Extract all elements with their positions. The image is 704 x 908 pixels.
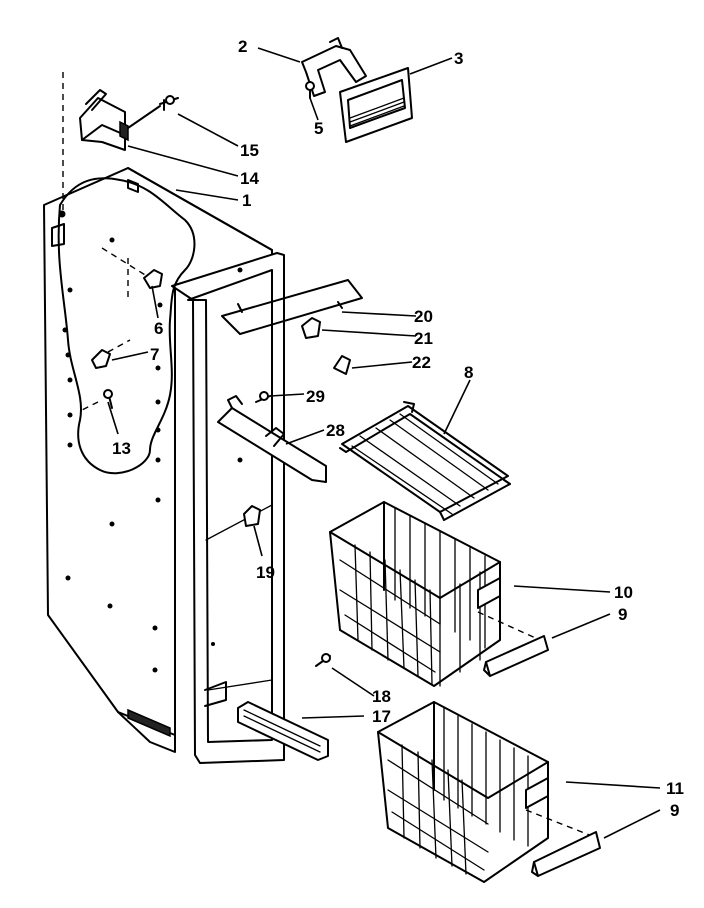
label-part-18: 18 [372, 687, 391, 706]
label-part-6: 6 [154, 319, 163, 338]
part-18-screw [315, 653, 331, 667]
label-part-28: 28 [326, 421, 345, 440]
hinge-cover [79, 89, 129, 151]
label-part-7: 7 [150, 345, 159, 364]
label-part-10: 10 [614, 583, 633, 602]
part-22-clip [333, 355, 351, 375]
label-part-13: 13 [112, 439, 131, 458]
part-11-basket [377, 701, 593, 883]
part-20-bracket [221, 279, 363, 335]
label-part-9-lower: 9 [670, 801, 679, 820]
label-part-29: 29 [306, 387, 325, 406]
label-part-14: 14 [240, 169, 259, 188]
part-5-screw [305, 81, 315, 99]
leader-lines [107, 47, 661, 839]
part-21-clip [301, 317, 321, 339]
label-part-3: 3 [454, 49, 463, 68]
part-9-handle-a [483, 635, 549, 677]
label-part-1: 1 [242, 191, 251, 210]
label-part-8: 8 [464, 363, 473, 382]
label-part-19: 19 [256, 563, 275, 582]
part-9-handle-b [531, 831, 601, 877]
freezer-liner [43, 72, 285, 764]
label-part-22: 22 [412, 353, 431, 372]
part-8-wire-shelf [339, 401, 511, 521]
label-part-21: 21 [414, 329, 433, 348]
part-3-panel [339, 67, 413, 143]
label-part-17: 17 [372, 707, 391, 726]
label-part-5: 5 [314, 119, 323, 138]
part-6-clip [143, 269, 163, 289]
part-28-rail [217, 395, 327, 483]
screw-15 [127, 95, 179, 129]
label-part-2: 2 [238, 37, 247, 56]
part-13-screw [81, 389, 113, 411]
label-part-15: 15 [240, 141, 259, 160]
label-part-20: 20 [414, 307, 433, 326]
label-part-9-upper: 9 [618, 605, 627, 624]
label-part-11: 11 [666, 779, 684, 798]
part-10-basket [329, 501, 541, 687]
part-29-screw [255, 391, 271, 403]
part-19-clip [243, 505, 261, 527]
part-7-clip [91, 339, 131, 369]
part-labels: 2 3 5 15 14 1 6 7 13 20 21 22 8 29 28 19… [112, 37, 684, 820]
part-17-rail [237, 701, 329, 761]
